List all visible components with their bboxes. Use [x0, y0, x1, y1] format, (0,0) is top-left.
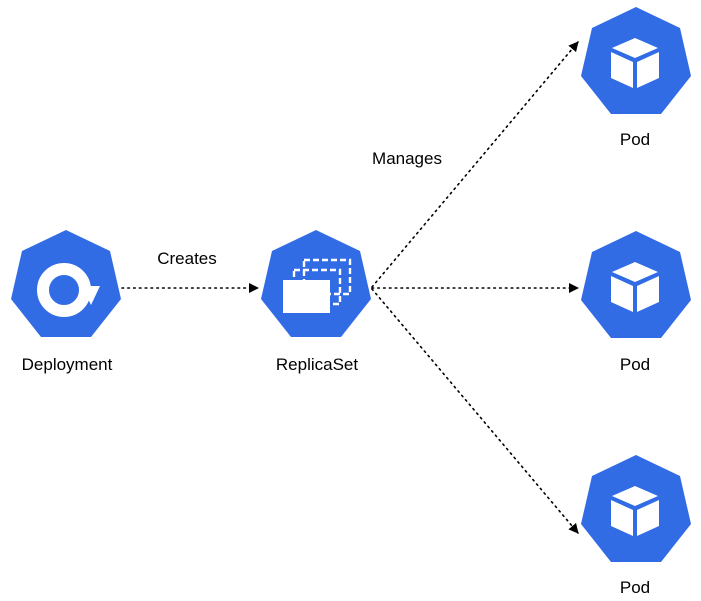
node-label-deployment: Deployment — [22, 355, 113, 374]
rotate-arrow-icon — [37, 263, 100, 317]
cube-icon — [611, 38, 659, 88]
pod2-heptagon — [581, 231, 691, 338]
cube-icon — [611, 486, 659, 536]
node-deployment[interactable]: Deployment — [11, 230, 121, 374]
edge-label-manages: Manages — [372, 149, 442, 168]
edges — [121, 41, 579, 534]
node-label-pod-3: Pod — [620, 578, 650, 597]
node-label-pod-2: Pod — [620, 355, 650, 374]
node-pod-3[interactable]: Pod — [581, 455, 691, 597]
pod3-heptagon — [581, 455, 691, 562]
edge-manages-pod3 — [371, 288, 579, 534]
edge-label-creates: Creates — [157, 249, 217, 268]
node-label-replicaset: ReplicaSet — [276, 355, 358, 374]
cube-icon — [611, 262, 659, 312]
stacked-frames-icon — [283, 258, 352, 313]
node-pod-1[interactable]: Pod — [581, 7, 691, 149]
node-label-pod-1: Pod — [620, 130, 650, 149]
node-replicaset[interactable]: ReplicaSet — [261, 230, 371, 374]
pod1-heptagon — [581, 7, 691, 114]
node-pod-2[interactable]: Pod — [581, 231, 691, 374]
deployment-heptagon — [11, 230, 121, 337]
edge-manages-pod1 — [371, 41, 579, 288]
